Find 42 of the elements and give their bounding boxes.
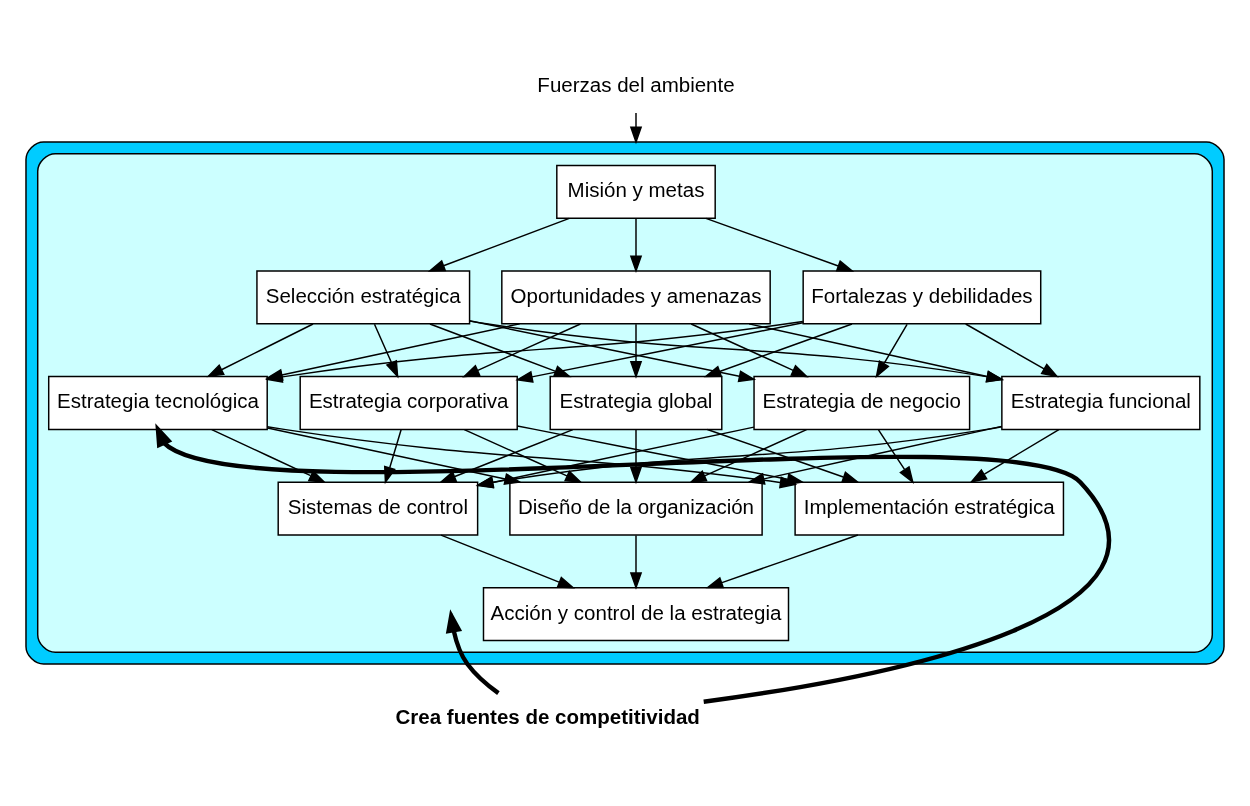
- arrow: [206, 323, 314, 378]
- arrow: [705, 217, 855, 272]
- arrow: [463, 428, 583, 483]
- arrow: [705, 534, 859, 589]
- node-box: Selección estratégica: [256, 270, 471, 325]
- arrow: [155, 423, 1111, 704]
- arrow: [266, 425, 798, 489]
- arrow: [877, 429, 914, 484]
- arrow: [969, 428, 1060, 484]
- node-box: Oportunidades y amenazas: [501, 270, 771, 325]
- node-box: Sistemas de control: [277, 481, 479, 536]
- arrow: [429, 323, 572, 378]
- arrow: [629, 217, 643, 274]
- node-box: Estrategia global: [549, 375, 723, 431]
- node-box: Estrategia corporativa: [299, 375, 518, 431]
- arrow: [427, 217, 570, 272]
- arrow: [440, 534, 576, 589]
- node-box: Fortalezas y debilidades: [802, 270, 1042, 325]
- arrow: [515, 321, 804, 383]
- arrow: [964, 323, 1059, 378]
- node-text: Crea fuentes de competitividad: [395, 704, 700, 728]
- node-box: Estrategia funcional: [1001, 375, 1201, 431]
- arrow: [469, 320, 1004, 383]
- arrow: [629, 429, 643, 485]
- arrow: [475, 426, 755, 489]
- arrow: [373, 323, 399, 379]
- arrow: [748, 323, 1004, 383]
- node-text: Fuerzas del ambiente: [537, 72, 735, 96]
- arrow: [629, 323, 643, 379]
- node-box: Diseño de la organización: [509, 481, 763, 536]
- node-box: Estrategia de negocio: [753, 375, 971, 431]
- arrow: [211, 428, 327, 484]
- arrow: [875, 323, 908, 379]
- arrow: [468, 320, 757, 383]
- node-box: Acción y control de la estrategia: [482, 587, 790, 642]
- node-box: Misión y metas: [556, 164, 716, 219]
- arrow: [462, 323, 582, 378]
- node-box: Estrategia tecnológica: [47, 375, 268, 431]
- arrow: [629, 534, 643, 590]
- node-box: Implementación estratégica: [794, 481, 1065, 536]
- arrow: [438, 428, 574, 483]
- arrow: [629, 112, 643, 145]
